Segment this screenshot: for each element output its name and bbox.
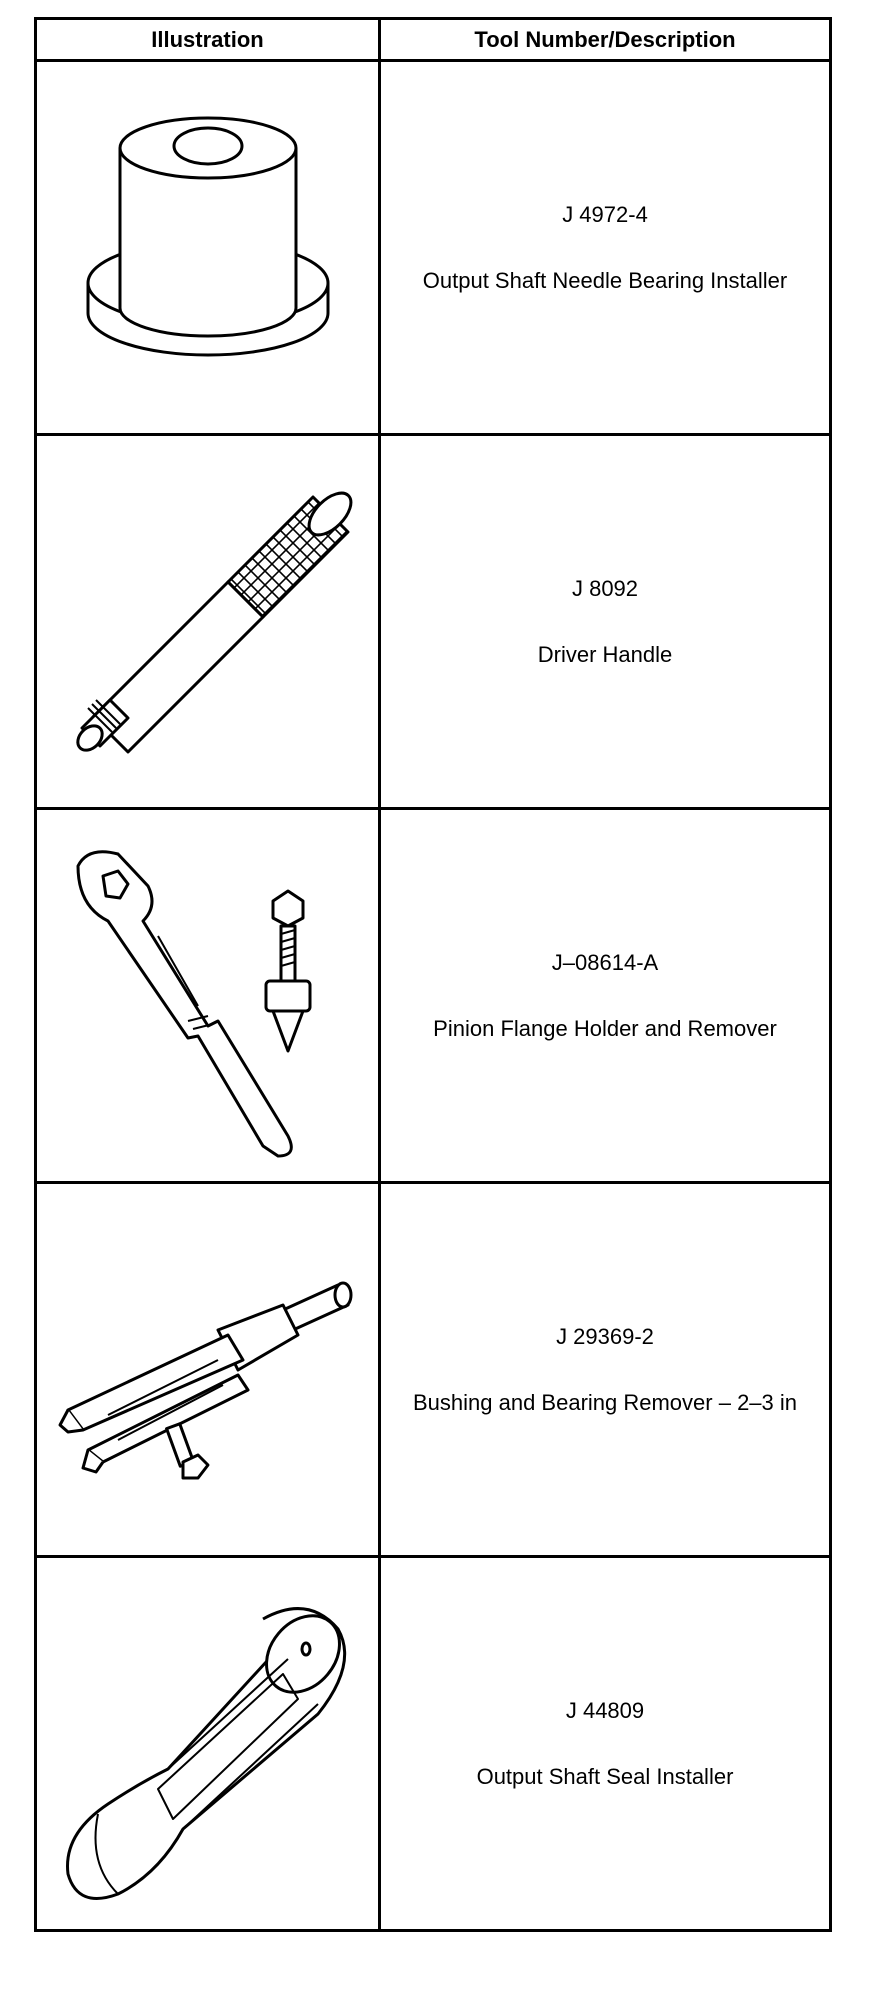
- table-row: J 29369-2 Bushing and Bearing Remover – …: [34, 1181, 832, 1558]
- table-row: J 44809 Output Shaft Seal Installer: [34, 1555, 832, 1932]
- table-row: J 4972-4 Output Shaft Needle Bearing Ins…: [34, 59, 832, 436]
- illustration-cell: [34, 1181, 381, 1558]
- description-cell: J 44809 Output Shaft Seal Installer: [378, 1555, 832, 1932]
- table-header-row: Illustration Tool Number/Description: [34, 17, 832, 62]
- tool-description: Output Shaft Needle Bearing Installer: [422, 267, 788, 293]
- tool-description: Pinion Flange Holder and Remover: [433, 1015, 777, 1041]
- tool-table: Illustration Tool Number/Description J: [34, 17, 832, 1932]
- tool-number: J 8092: [571, 575, 639, 601]
- description-cell: J 29369-2 Bushing and Bearing Remover – …: [378, 1181, 832, 1558]
- tool-number: J 29369-2: [556, 1323, 654, 1349]
- header-illustration: Illustration: [34, 17, 381, 62]
- table-row: J 8092 Driver Handle: [34, 433, 832, 810]
- flange-holder-icon: [76, 849, 311, 1157]
- bearing-remover-icon: [58, 1281, 352, 1479]
- illustration-cell: [34, 807, 381, 1184]
- tool-description: Driver Handle: [537, 641, 673, 667]
- tool-number: J–08614-A: [551, 949, 659, 975]
- tool-description: Bushing and Bearing Remover – 2–3 in: [412, 1389, 798, 1415]
- description-cell: J 4972-4 Output Shaft Needle Bearing Ins…: [378, 59, 832, 436]
- description-cell: J–08614-A Pinion Flange Holder and Remov…: [378, 807, 832, 1184]
- illustration-cell: [34, 59, 381, 436]
- seal-installer-icon: [65, 1606, 346, 1900]
- tool-description: Output Shaft Seal Installer: [476, 1763, 734, 1789]
- table-row: J–08614-A Pinion Flange Holder and Remov…: [34, 807, 832, 1184]
- tool-number: J 4972-4: [562, 201, 648, 227]
- bearing-installer-icon: [86, 116, 329, 356]
- illustration-cell: [34, 433, 381, 810]
- description-cell: J 8092 Driver Handle: [378, 433, 832, 810]
- driver-handle-icon: [75, 491, 352, 753]
- header-tool-description: Tool Number/Description: [378, 17, 832, 62]
- tool-number: J 44809: [565, 1697, 645, 1723]
- illustration-cell: [34, 1555, 381, 1932]
